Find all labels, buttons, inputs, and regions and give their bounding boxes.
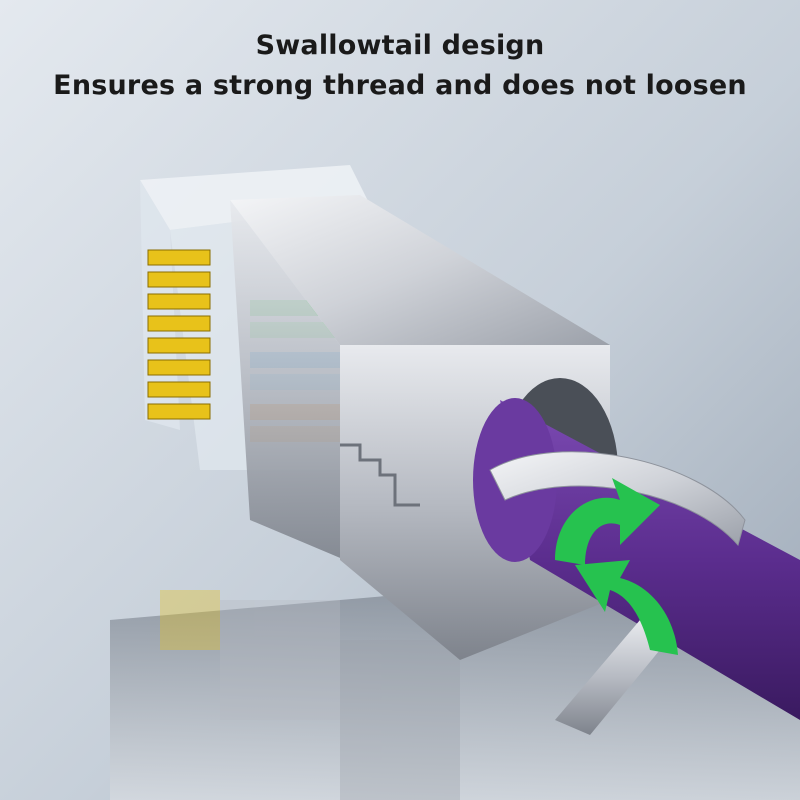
metal-clip (489, 451, 746, 547)
rotation-arrows (555, 478, 678, 655)
rotation-arrow-top (555, 478, 660, 565)
rotation-arrow-bottom (575, 560, 678, 655)
reflection (160, 590, 460, 800)
headline-title: Swallowtail design (255, 30, 545, 61)
gold-contact-pins (147, 249, 211, 420)
metal-clip-tail (555, 620, 668, 735)
reflective-surface (110, 560, 800, 800)
headline-subtitle: Ensures a strong thread and does not loo… (53, 70, 747, 101)
swallowtail-seam (340, 443, 420, 507)
metal-shield (230, 195, 610, 660)
